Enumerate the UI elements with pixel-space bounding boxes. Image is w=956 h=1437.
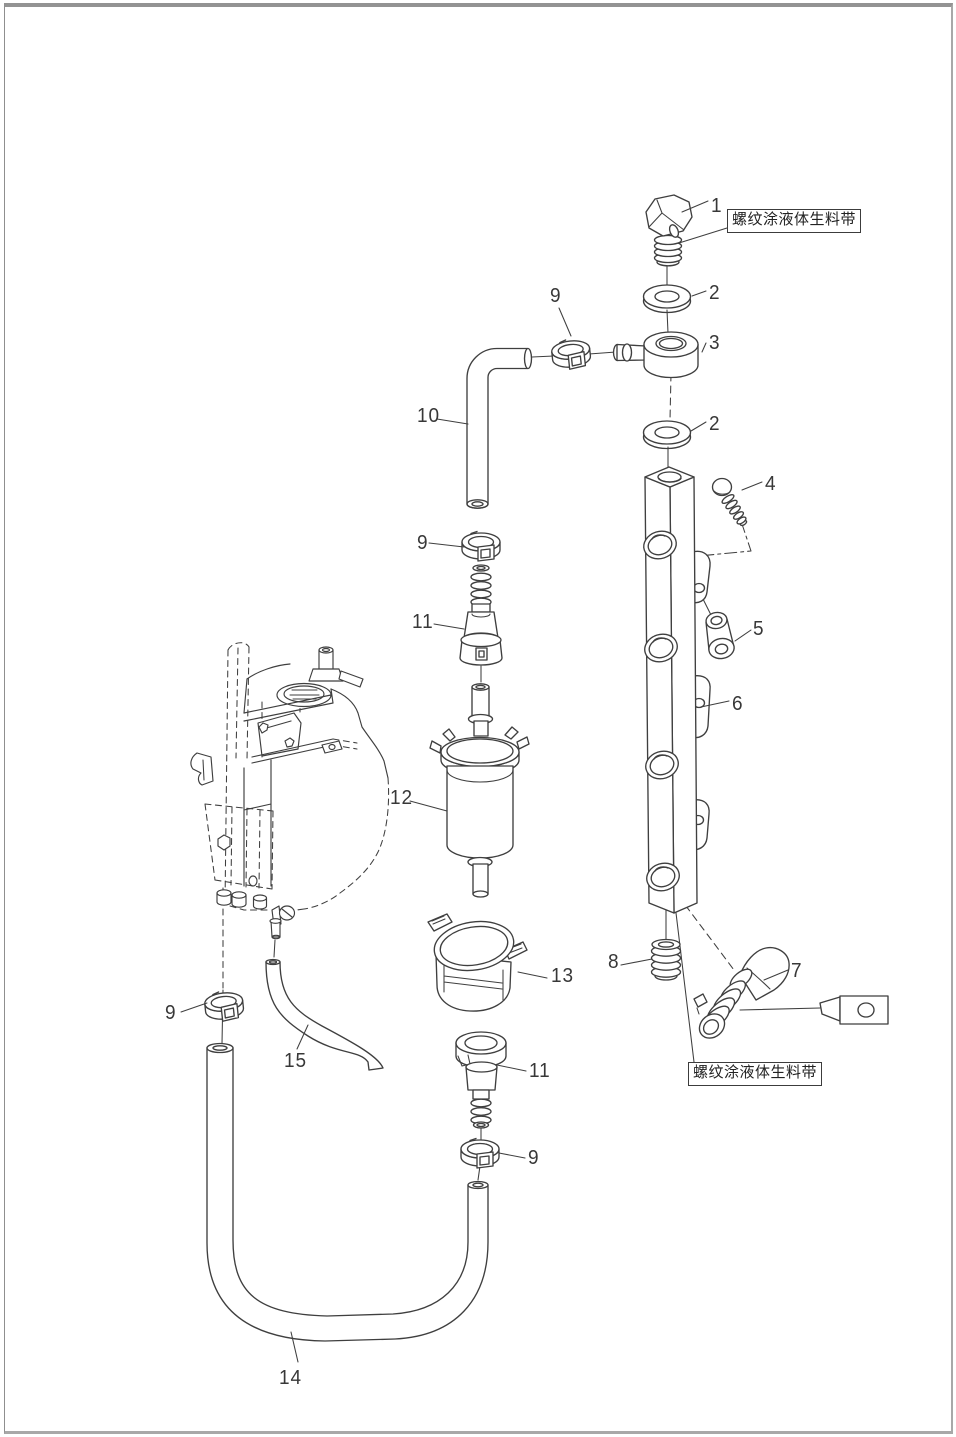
part-4-screw [711, 477, 748, 527]
drawing-border [4, 3, 953, 1434]
callout-part-2-upper: 2 [709, 282, 721, 304]
note-thread-sealant-top: 螺纹涂液体生料带 [727, 209, 862, 233]
callout-part-5: 5 [753, 618, 765, 640]
part-9-clamp-lower [460, 1137, 500, 1169]
part-9-clamp-mid [461, 530, 501, 562]
callout-part-2-lower: 2 [709, 413, 721, 435]
callout-part-11-lower: 11 [529, 1060, 551, 1082]
part-15-s-hose [265, 958, 384, 1071]
callout-part-11-upper: 11 [412, 611, 434, 633]
pump-assembly-reference [190, 642, 390, 940]
part-7-elbow-connector [693, 946, 821, 1039]
part-11-connector-lower [455, 1031, 507, 1129]
callout-part-1: 1 [711, 195, 723, 217]
callout-part-9-top: 9 [550, 285, 562, 307]
part-6-fuel-rail [643, 466, 711, 914]
part-12-fuel-filter [429, 683, 530, 898]
callout-part-9-mid: 9 [417, 532, 429, 554]
part-1-banjo-bolt [645, 194, 693, 267]
leader-lines [180, 200, 789, 1363]
callout-part-7: 7 [791, 960, 803, 982]
part-10-elbow-hose [466, 347, 533, 509]
part-9-clamp-top [550, 336, 593, 372]
callout-part-15: 15 [284, 1050, 308, 1072]
note-thread-sealant-bottom: 螺纹涂液体生料带 [688, 1062, 823, 1086]
callout-part-14: 14 [279, 1367, 303, 1389]
callout-part-12: 12 [390, 787, 414, 809]
part-5-bushing [705, 611, 735, 660]
part-11-connector-upper [459, 564, 503, 666]
part-13-filter-holder [427, 913, 528, 1012]
part-8-ribbed-plug [650, 938, 682, 981]
callout-part-9-left: 9 [165, 1002, 177, 1024]
callout-part-9-lower: 9 [528, 1147, 540, 1169]
callout-part-8: 8 [608, 951, 620, 973]
part-2-washer-upper [642, 284, 692, 314]
callout-part-6: 6 [732, 693, 744, 715]
callout-part-4: 4 [765, 473, 777, 495]
wire-terminal [819, 995, 889, 1025]
callout-part-3: 3 [709, 332, 721, 354]
callout-part-10: 10 [417, 405, 441, 427]
part-2-washer-lower [642, 420, 692, 450]
part-3-banjo-fitting [612, 331, 699, 379]
part-14-u-hose [206, 1042, 489, 1342]
part-9-clamp-left [203, 988, 246, 1024]
callout-part-13: 13 [551, 965, 575, 987]
